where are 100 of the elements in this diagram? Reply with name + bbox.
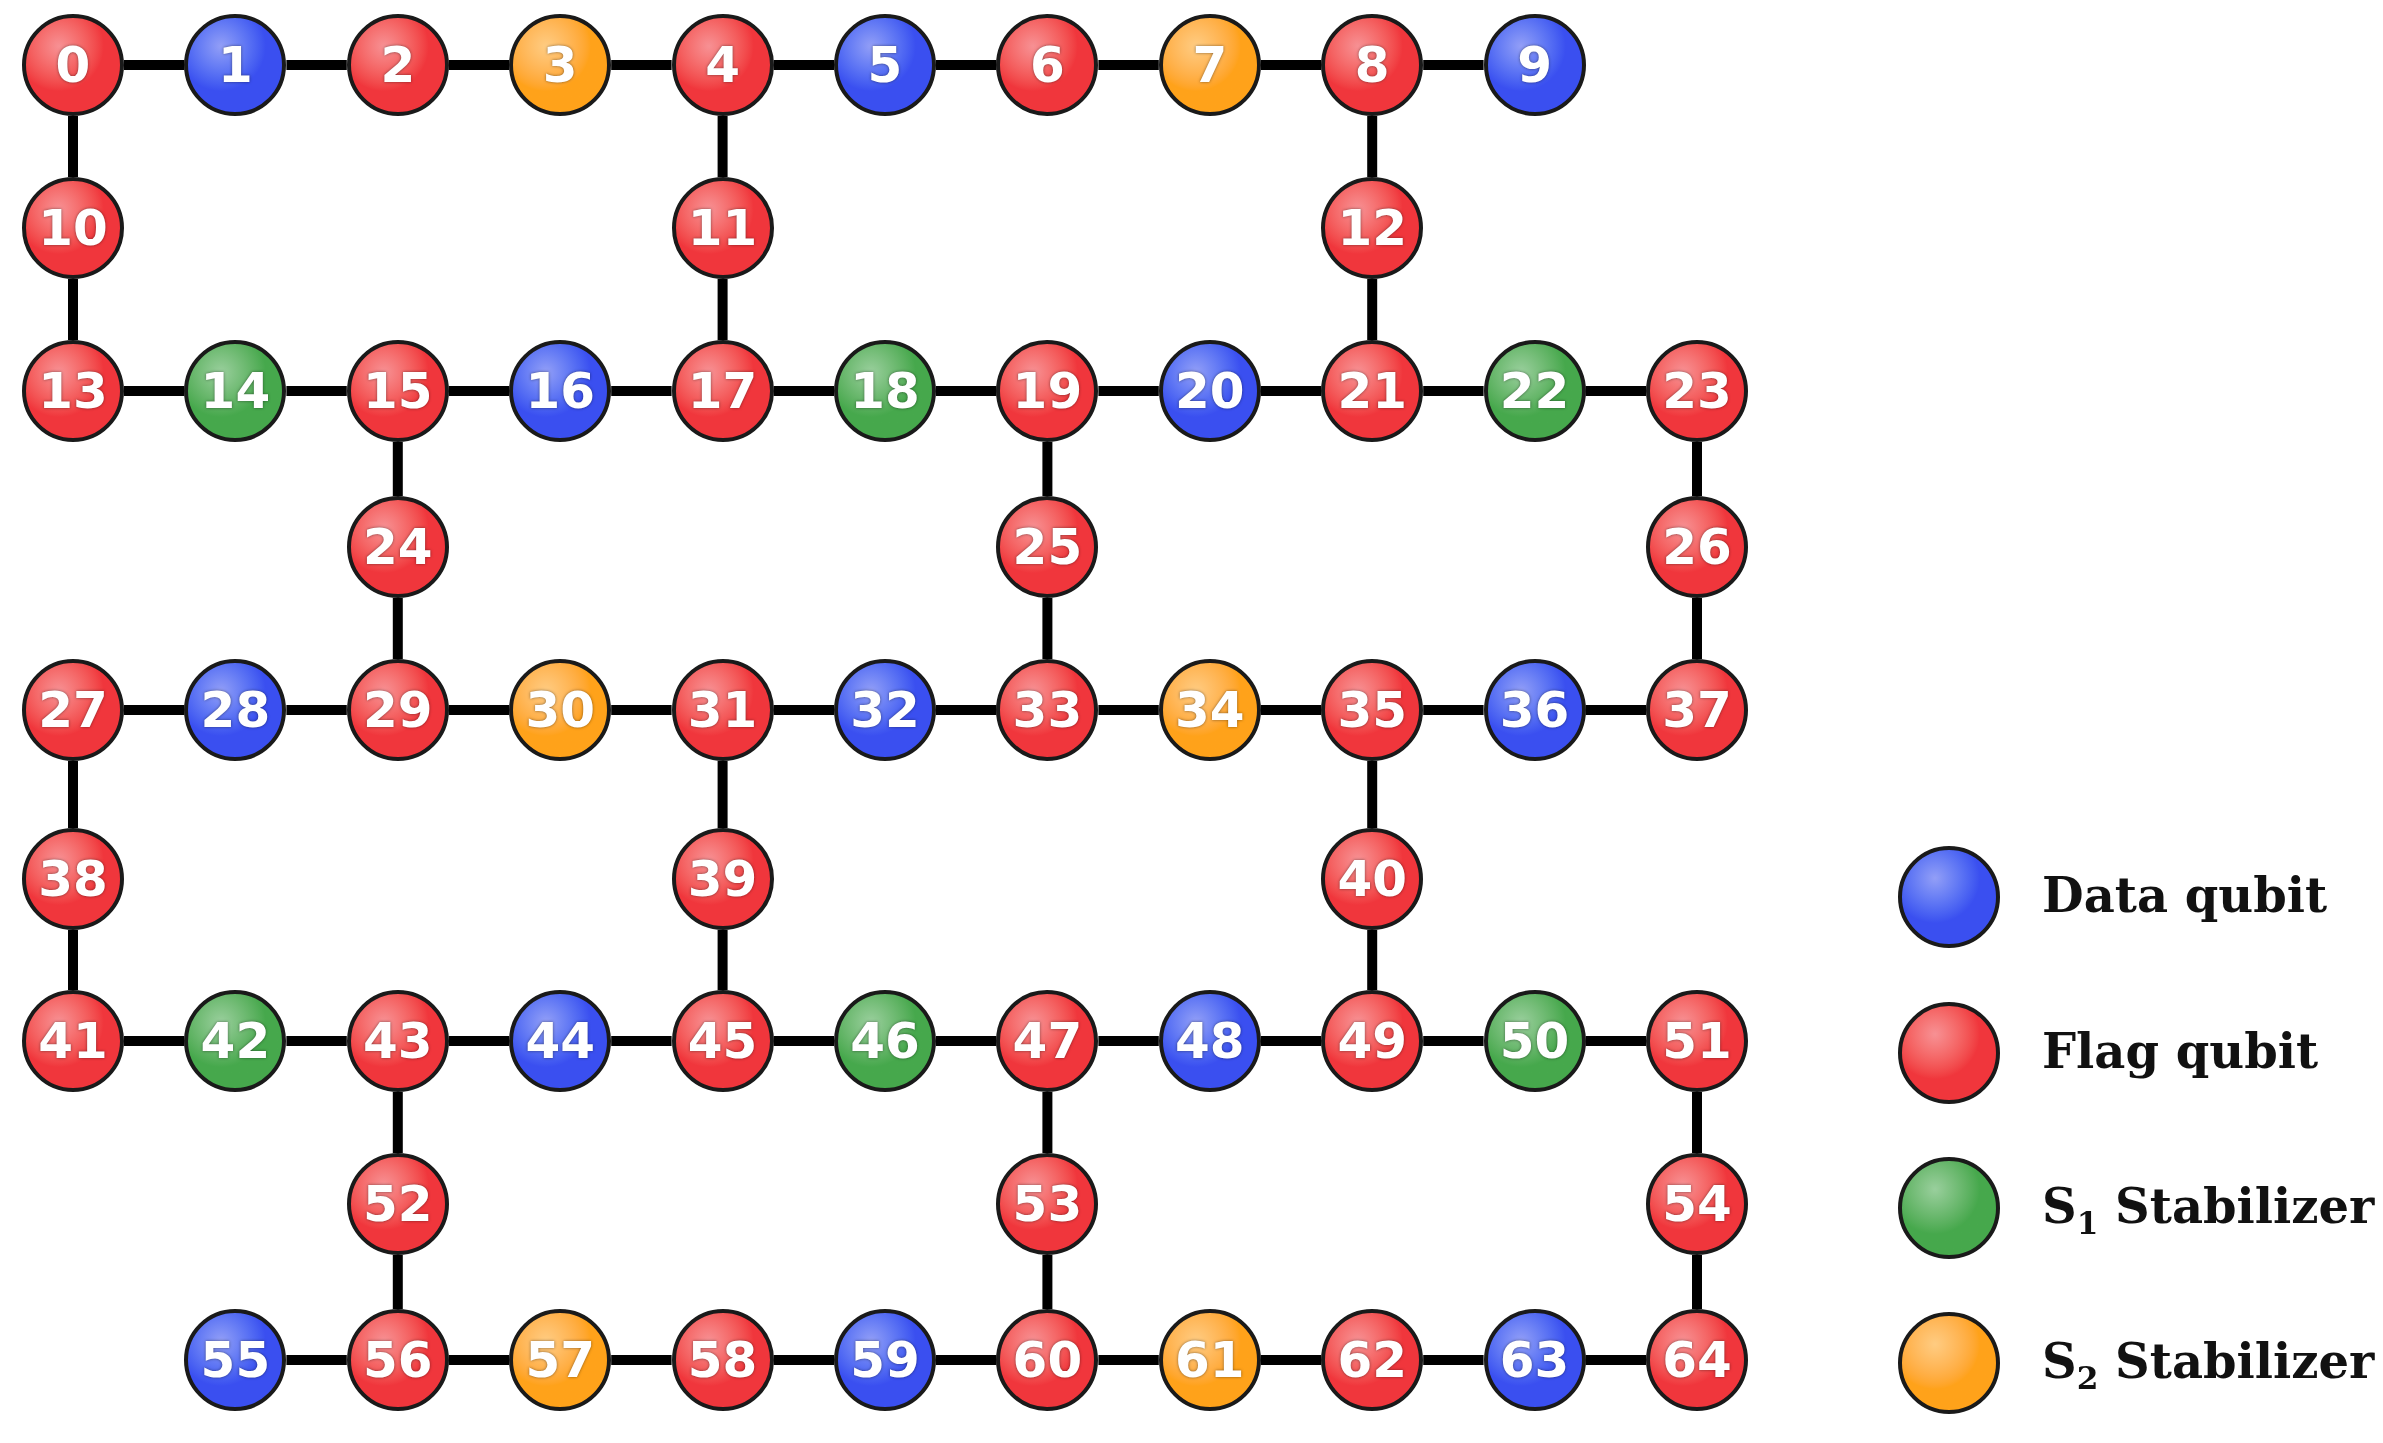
qubit-number: 60 xyxy=(1012,1335,1083,1385)
coupling-line xyxy=(392,442,403,496)
coupling-line xyxy=(124,60,185,70)
coupling-line xyxy=(1098,705,1159,715)
coupling-line xyxy=(124,1036,185,1046)
coupling-line xyxy=(1692,1255,1702,1309)
coupling-line xyxy=(1692,598,1702,659)
qubit-number: 45 xyxy=(687,1016,758,1066)
coupling-line xyxy=(773,1036,834,1046)
coupling-line xyxy=(286,1036,347,1046)
coupling-line xyxy=(1260,1355,1322,1365)
qubit-number: 19 xyxy=(1012,366,1083,416)
qubit-number: 17 xyxy=(687,366,758,416)
coupling-line xyxy=(124,386,185,396)
qubit-number: 0 xyxy=(55,40,91,90)
coupling-line xyxy=(1260,60,1322,70)
coupling-line xyxy=(1042,598,1053,659)
legend-label: S$_{2}$ Stabilizer xyxy=(2042,1337,2375,1394)
qubit-number: 34 xyxy=(1175,685,1245,735)
qubit-number: 48 xyxy=(1175,1016,1245,1066)
qubit-number: 11 xyxy=(687,203,758,253)
coupling-line xyxy=(1042,1255,1053,1309)
coupling-line xyxy=(773,1355,834,1365)
coupling-line xyxy=(68,761,78,828)
qubit-number: 3 xyxy=(542,40,578,90)
qubit-number: 46 xyxy=(850,1016,920,1066)
qubit-number: 49 xyxy=(1337,1016,1407,1066)
qubit-number: 39 xyxy=(687,854,758,904)
qubit-number: 55 xyxy=(200,1335,271,1385)
coupling-line xyxy=(936,705,997,715)
qubit-number: 36 xyxy=(1499,685,1570,735)
coupling-line xyxy=(773,60,834,70)
qubit-number: 13 xyxy=(38,366,108,416)
qubit-number: 2 xyxy=(380,40,416,90)
qubit-number: 4 xyxy=(705,40,740,90)
qubit-number: 53 xyxy=(1012,1179,1083,1229)
coupling-line xyxy=(1423,1036,1484,1046)
qubit-number: 44 xyxy=(525,1016,595,1066)
coupling-line xyxy=(1260,705,1322,715)
qubit-number: 40 xyxy=(1337,854,1407,904)
coupling-line xyxy=(611,1355,672,1365)
coupling-line xyxy=(611,705,672,715)
coupling-line xyxy=(936,386,997,396)
qubit-number: 43 xyxy=(363,1016,433,1066)
coupling-line xyxy=(1585,1036,1646,1046)
qubit-number: 41 xyxy=(38,1016,108,1066)
qubit-number: 5 xyxy=(867,40,903,90)
coupling-line xyxy=(448,1355,510,1365)
coupling-line xyxy=(392,1092,403,1153)
qubit-number: 62 xyxy=(1337,1335,1407,1385)
coupling-line xyxy=(448,1036,510,1046)
coupling-line xyxy=(448,386,510,396)
qubit-number: 38 xyxy=(38,854,108,904)
qubit-number: 14 xyxy=(200,366,271,416)
qubit-number: 10 xyxy=(38,203,108,253)
coupling-line xyxy=(773,705,834,715)
qubit-number: 50 xyxy=(1499,1016,1570,1066)
qubit-number: 64 xyxy=(1662,1335,1732,1385)
coupling-line xyxy=(392,1255,403,1309)
coupling-line xyxy=(286,1355,347,1365)
coupling-line xyxy=(124,705,185,715)
legend-label: S$_{1}$ Stabilizer xyxy=(2042,1182,2375,1239)
coupling-line xyxy=(1098,1355,1159,1365)
coupling-line xyxy=(717,116,728,177)
qubit-number: 59 xyxy=(850,1335,920,1385)
coupling-line xyxy=(1260,386,1322,396)
coupling-line xyxy=(392,598,403,659)
coupling-line xyxy=(1585,386,1646,396)
coupling-line xyxy=(717,761,728,828)
coupling-line xyxy=(68,116,78,177)
coupling-line xyxy=(1585,705,1646,715)
coupling-line xyxy=(286,705,347,715)
qubit-number: 37 xyxy=(1662,685,1732,735)
coupling-line xyxy=(1042,442,1053,496)
coupling-line xyxy=(773,386,834,396)
qubit-number: 20 xyxy=(1175,366,1245,416)
qubit-number: 57 xyxy=(525,1335,595,1385)
qubit-number: 18 xyxy=(850,366,920,416)
qubit-number: 31 xyxy=(687,685,758,735)
qubit-number: 22 xyxy=(1499,366,1570,416)
coupling-line xyxy=(936,60,997,70)
coupling-line xyxy=(286,60,347,70)
coupling-line xyxy=(448,705,510,715)
coupling-line xyxy=(1423,1355,1484,1365)
qubit-number: 23 xyxy=(1662,366,1732,416)
qubit-number: 16 xyxy=(525,366,595,416)
qubit-number: 58 xyxy=(687,1335,758,1385)
coupling-line xyxy=(1042,1092,1053,1153)
qubit-number: 51 xyxy=(1662,1016,1732,1066)
coupling-line xyxy=(286,386,347,396)
coupling-line xyxy=(611,1036,672,1046)
qubit-number: 32 xyxy=(850,685,920,735)
qubit-number: 28 xyxy=(200,685,271,735)
coupling-line xyxy=(611,60,672,70)
qubit-number: 42 xyxy=(200,1016,271,1066)
qubit-number: 56 xyxy=(363,1335,433,1385)
qubit-number: 63 xyxy=(1499,1335,1570,1385)
qubit-number: 1 xyxy=(218,40,253,90)
coupling-line xyxy=(1367,761,1378,828)
qubit-number: 12 xyxy=(1337,203,1407,253)
